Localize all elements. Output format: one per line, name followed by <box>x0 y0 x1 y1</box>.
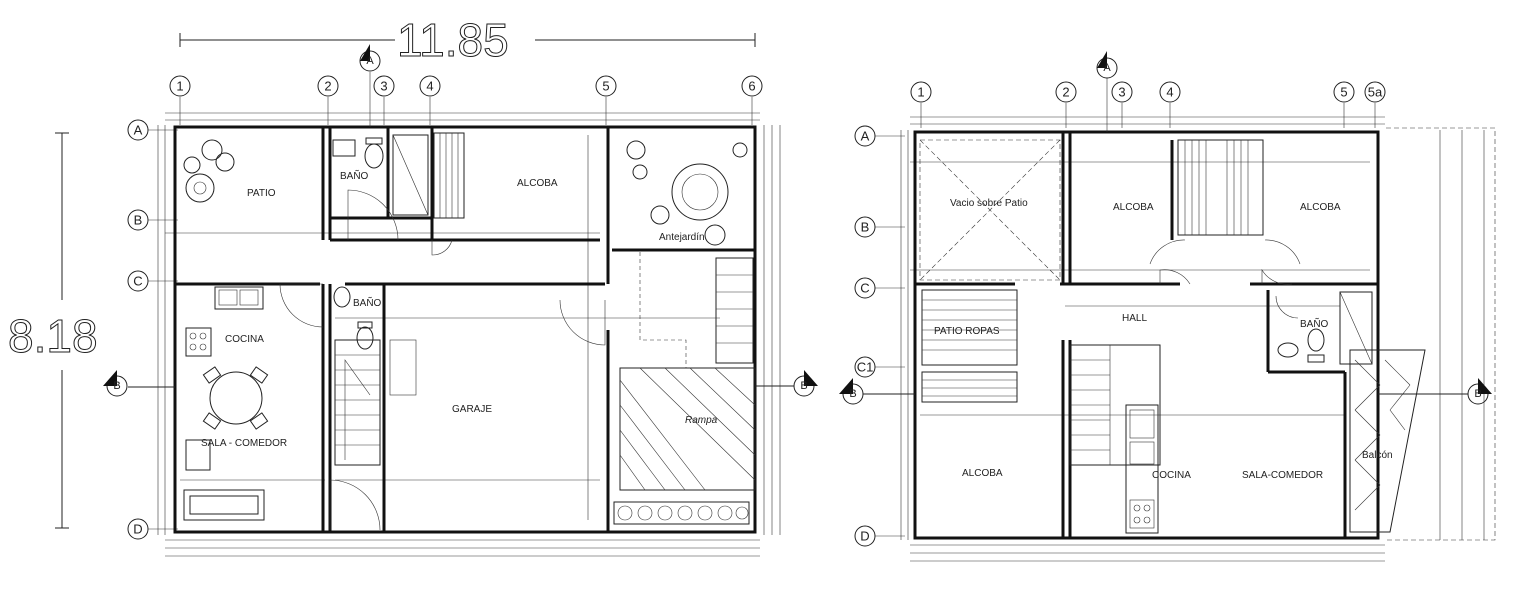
axis-bubble <box>169 75 191 97</box>
section-mark-label: B <box>800 380 807 392</box>
left-column-axes: 1 2 3 4 5 6 <box>169 75 763 125</box>
axis-label: A <box>134 123 143 138</box>
patio-ropas-hatch <box>921 289 1018 403</box>
overall-width-dimension: 11.85 <box>179 14 756 67</box>
room-label-antejardin: Antejardín <box>659 232 705 243</box>
room-label-alcoba-2: ALCOBA <box>1300 202 1341 213</box>
upper-kitchen-counter <box>1125 404 1159 534</box>
room-label-vacio: Vacio sobre Patio <box>950 198 1028 209</box>
axis-label: B <box>861 220 870 235</box>
room-label-alcoba-3: ALCOBA <box>962 468 1003 479</box>
axis-label: 6 <box>748 79 755 94</box>
upper-bath <box>1277 291 1373 365</box>
room-label-hall: HALL <box>1122 313 1147 324</box>
room-label-cocina: COCINA <box>225 334 264 345</box>
axis-label: 5 <box>1340 85 1347 100</box>
room-label-balcon: Balcón <box>1362 450 1393 461</box>
axis-label: C1 <box>857 360 874 375</box>
right-section-marks: A B B <box>839 51 1492 405</box>
left-row-axes: A B C D <box>127 119 178 540</box>
axis-label: 3 <box>1118 85 1125 100</box>
axis-bubble <box>373 75 395 97</box>
axis-bubble <box>419 75 441 97</box>
axis-bubble <box>595 75 617 97</box>
axis-label: C <box>860 281 869 296</box>
axis-label: 1 <box>176 79 183 94</box>
right-dimension-chains <box>900 116 1496 562</box>
balcon <box>1349 349 1426 533</box>
axis-label: 5a <box>1368 85 1383 100</box>
axis-bubble <box>741 75 763 97</box>
left-plants <box>183 139 750 525</box>
room-label-alcoba-1: ALCOBA <box>1113 202 1154 213</box>
room-label-patio: PATIO <box>247 188 276 199</box>
left-shower <box>392 132 465 219</box>
right-column-axes: 1 2 3 4 5 5a <box>910 81 1386 128</box>
axis-label: 5 <box>602 79 609 94</box>
room-label-rampa: Rampa <box>685 415 718 426</box>
right-row-axes: A B C C1 D <box>854 125 905 547</box>
left-stair <box>334 339 417 466</box>
axis-label: 4 <box>426 79 433 94</box>
room-label-bano: BAÑO <box>1300 317 1329 330</box>
axis-label: 2 <box>324 79 331 94</box>
left-furniture <box>183 137 384 521</box>
axis-label: C <box>133 274 142 289</box>
section-mark-label: B <box>1474 388 1481 400</box>
upper-stair <box>1069 344 1161 466</box>
upper-doors <box>1149 239 1301 319</box>
left-room-labels: PATIO BAÑO ALCOBA Antejardín BAÑO COCINA… <box>201 169 718 449</box>
overall-depth-dimension: 8.18 <box>8 132 98 529</box>
room-label-garaje: GARAJE <box>452 404 492 415</box>
overall-depth-label: 8.18 <box>8 310 98 362</box>
room-label-alcoba: ALCOBA <box>517 178 558 189</box>
room-label-cocina: COCINA <box>1152 470 1191 481</box>
vacio-area <box>919 139 1061 281</box>
axis-label: D <box>860 529 869 544</box>
left-plan-walls <box>173 125 757 534</box>
section-mark-label: A <box>1103 62 1111 74</box>
axis-label: 1 <box>917 85 924 100</box>
axis-label: 3 <box>380 79 387 94</box>
room-label-patio-ropas: PATIO ROPAS <box>934 326 1000 337</box>
room-label-sala-comedor: SALA-COMEDOR <box>1242 470 1323 481</box>
room-label-sala-comedor: SALA - COMEDOR <box>201 438 287 449</box>
room-label-bano: BAÑO <box>340 169 369 182</box>
left-section-marks: A B B <box>103 44 818 397</box>
section-mark-label: B <box>849 388 856 400</box>
right-room-labels: Vacio sobre Patio ALCOBA ALCOBA PATIO RO… <box>934 198 1393 481</box>
axis-label: 4 <box>1166 85 1173 100</box>
ramp-area <box>619 252 756 491</box>
axis-bubble <box>317 75 339 97</box>
axis-label: 2 <box>1062 85 1069 100</box>
left-doors <box>279 189 606 531</box>
overall-width-label: 11.85 <box>397 14 509 66</box>
axis-label: A <box>861 129 870 144</box>
axis-label: D <box>133 522 142 537</box>
upper-closets <box>1177 139 1264 236</box>
section-mark-label: B <box>113 380 120 392</box>
axis-label: B <box>134 213 143 228</box>
room-label-bano-2: BAÑO <box>353 296 382 309</box>
left-dimension-chains <box>157 112 781 557</box>
section-mark-label: A <box>366 55 374 67</box>
